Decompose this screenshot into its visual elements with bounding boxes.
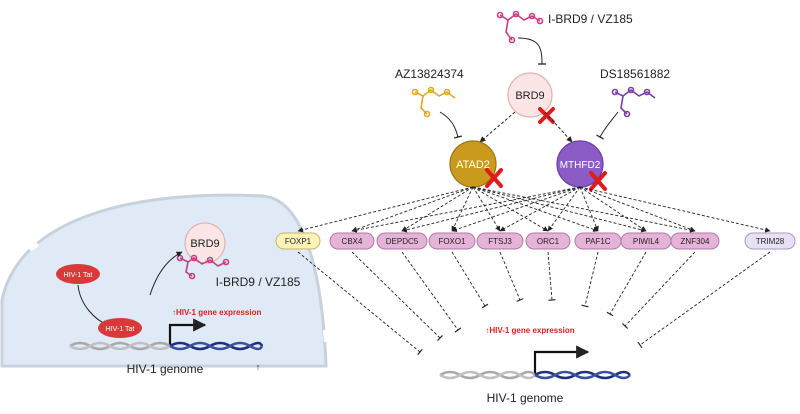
repression-line-orc1	[547, 251, 556, 301]
cell-brd9-label: BRD9	[190, 238, 219, 250]
tat-protein-bottom	[98, 318, 142, 338]
fan-arrow-paf1c	[579, 186, 599, 232]
gene-label: CBX4	[342, 237, 363, 246]
cell-transcription-arrow	[168, 318, 207, 346]
gene-label: TRIM28	[756, 237, 785, 246]
brd9-inhibitor-label: I-BRD9 / VZ185	[548, 12, 633, 26]
repression-line-paf1c	[581, 251, 599, 308]
gene-pill-depdc5: DEPDC5	[376, 232, 428, 250]
gene-row: FOXP1 CBX4 DEPDC5 FOXO1 FTSJ3 ORC1 PAF1C PIWIL4…	[275, 232, 796, 250]
cell-arrow-mark: ↑	[256, 362, 261, 372]
gene-pill-trim28: TRIM28	[744, 232, 796, 250]
repression-line-foxo1	[451, 251, 489, 309]
repression-line-trim28	[637, 251, 771, 349]
mthfd2-label: MTHFD2	[560, 160, 601, 171]
fan-arrow-znf304	[472, 186, 696, 233]
gene-label: FTSJ3	[488, 237, 512, 246]
fan-arrow-ftsj3	[499, 186, 581, 232]
brd9-arrow	[149, 251, 183, 296]
repression-line-depdc5	[401, 251, 462, 333]
nuclear-pore	[28, 242, 40, 252]
mthfd2-cross-icon	[589, 171, 607, 191]
gene-pill-shape	[670, 232, 720, 250]
cell-inhibitor-molecule-icon	[176, 254, 230, 280]
gene-pill-ftsj3: FTSJ3	[476, 232, 524, 250]
fan-arrow-depdc5	[401, 186, 581, 233]
transcription-arrow	[533, 345, 590, 375]
atad2-cross-icon	[485, 168, 503, 188]
atad2-inhibitor-label: AZ13824374	[395, 67, 464, 81]
repression-line-cbx4	[351, 251, 443, 341]
cell-expression-label: ↑HIV-1 gene expression	[172, 308, 261, 317]
mthfd2-inhibition-line	[596, 111, 619, 140]
fan-arrow-piwil4	[579, 186, 647, 232]
gene-label: DEPDC5	[386, 237, 419, 246]
brd9-to-mthfd2-arrow	[544, 111, 573, 143]
fan-arrow-paf1c	[472, 186, 599, 232]
expression-label: ↑HIV-1 gene expression	[485, 326, 574, 335]
gene-pill-foxo1: FOXO1	[428, 232, 476, 250]
repression-line-foxp1	[297, 251, 423, 356]
genome-label: HIV-1 genome	[487, 391, 564, 405]
nuclear-pore	[323, 329, 328, 343]
gene-pill-orc1: ORC1	[525, 232, 571, 250]
mthfd2-inhibitor-label: DS18561882	[600, 67, 670, 81]
fan-arrow-cbx4	[351, 186, 581, 233]
gene-pill-foxp1: FOXP1	[275, 232, 321, 250]
fan-arrow-foxp1	[297, 186, 474, 233]
gene-pill-shape	[329, 232, 375, 250]
fan-arrow-znf304	[579, 186, 696, 232]
brd9-inhibitor-molecule-icon	[496, 10, 544, 44]
fan-arrow-depdc5	[401, 186, 474, 232]
tat-top-label: HIV-1 Tat	[64, 272, 93, 279]
gene-pill-znf304: ZNF304	[670, 232, 720, 250]
tat-protein-top	[56, 264, 100, 284]
cell-inhibitor-label: I-BRD9 / VZ185	[216, 275, 301, 289]
cell-panel: BRD9 I-BRD9 / VZ185 HIV-1 Tat HIV-1 Tat …	[0, 193, 328, 376]
fan-arrow-orc1	[547, 186, 581, 232]
atad2-inhibitor-molecule-icon	[411, 86, 456, 118]
gene-pill-piwil4: PIWIL4	[620, 232, 672, 250]
brd9-label: BRD9	[515, 90, 544, 102]
brd9-cross-icon	[538, 107, 555, 124]
gene-label: FOXO1	[438, 237, 466, 246]
gene-pill-shape	[476, 232, 524, 250]
gene-pill-paf1c: PAF1C	[574, 232, 622, 250]
fan-arrow-ftsj3	[472, 186, 501, 232]
mthfd2-inhibitor-molecule-icon	[611, 86, 656, 118]
fan-arrow-trim28	[579, 186, 771, 233]
brd9-to-atad2-arrow	[479, 111, 516, 143]
fan-out-arrows	[297, 186, 771, 233]
gene-pill-shape	[428, 232, 476, 250]
atad2-inhibition-line	[439, 111, 463, 139]
gene-pill-shape	[376, 232, 428, 250]
gene-label: ORC1	[537, 237, 560, 246]
repression-lines	[297, 251, 771, 356]
cell-dna-helix	[69, 341, 264, 351]
gene-label: ZNF304	[681, 237, 710, 246]
repression-line-znf304	[621, 251, 696, 329]
repression-line-piwil4	[606, 251, 647, 317]
fan-arrow-foxo1	[451, 186, 581, 232]
brd9-node	[507, 72, 553, 118]
repression-line-ftsj3	[499, 251, 524, 302]
cell-genome-label: HIV-1 genome	[127, 362, 204, 376]
gene-pill-shape	[744, 232, 796, 250]
gene-label: PAF1C	[585, 237, 610, 246]
fan-arrow-cbx4	[351, 186, 474, 232]
gene-label: FOXP1	[285, 237, 312, 246]
fan-arrow-orc1	[472, 186, 549, 232]
fan-arrow-foxo1	[451, 186, 474, 232]
genome-dna-helix	[439, 370, 631, 380]
gene-pill-shape	[525, 232, 571, 250]
atad2-label: ATAD2	[456, 159, 490, 171]
gene-pill-shape	[275, 232, 321, 250]
gene-pill-cbx4: CBX4	[329, 232, 375, 250]
brd9-inhibition-line	[517, 37, 547, 65]
tat-bottom-label: HIV-1 Tat	[106, 326, 135, 333]
pathway-panel: I-BRD9 / VZ185 BRD9 AZ13824374 DS1856188…	[275, 10, 796, 405]
gene-label: PIWIL4	[633, 237, 660, 246]
